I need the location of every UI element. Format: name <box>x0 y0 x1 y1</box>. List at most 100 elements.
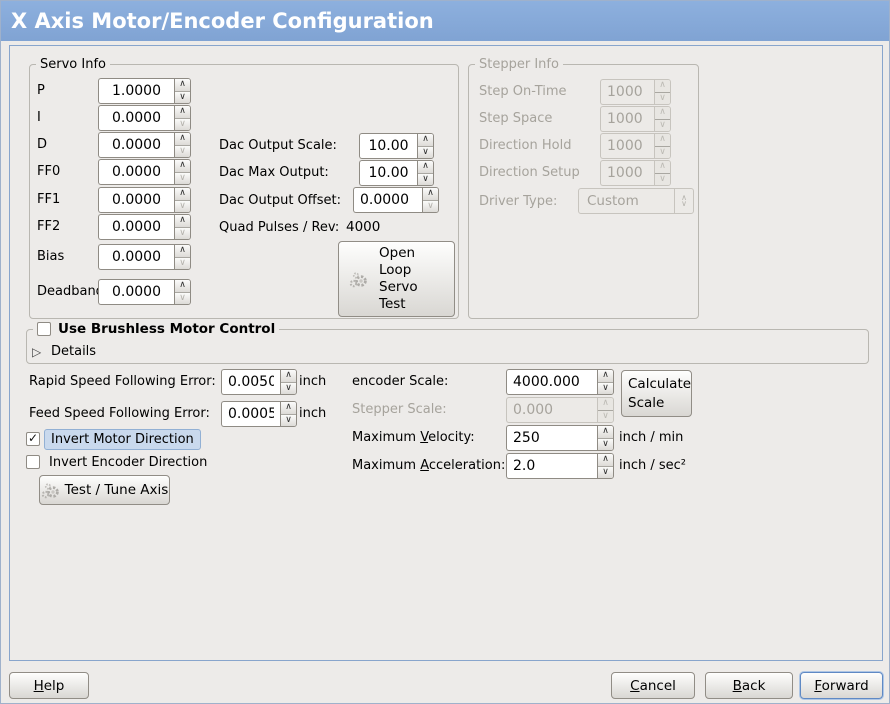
spin-down-icon[interactable]: ∨ <box>281 413 296 426</box>
stepper-scale-input <box>506 397 597 423</box>
spin-up-icon[interactable]: ∧ <box>281 402 296 414</box>
back-label: Back <box>732 677 766 694</box>
spin-up-icon[interactable]: ∧ <box>175 215 190 227</box>
ff0-label: FF0 <box>37 164 61 179</box>
invert-motor-label[interactable]: Invert Motor Direction <box>44 429 201 450</box>
ff0-spinbox: ∧∨ <box>98 159 191 185</box>
bias-input[interactable] <box>98 244 174 270</box>
help-button[interactable]: Help <box>9 672 89 699</box>
chevron-updown-icon: ∧∨ <box>674 189 693 213</box>
step-on-time-label: Step On-Time <box>479 84 567 99</box>
deadband-input[interactable] <box>98 279 174 305</box>
spin-down-icon: ∨ <box>655 172 670 185</box>
d-label: D <box>37 137 48 152</box>
brushless-frame: Use Brushless Motor Control <box>26 321 869 364</box>
d-input[interactable] <box>98 132 174 158</box>
calculate-scale-button[interactable]: Calculate Scale <box>621 370 692 417</box>
dac-output-offset-input[interactable] <box>353 187 422 213</box>
spin-down-icon[interactable]: ∨ <box>175 226 190 239</box>
spin-up-icon[interactable]: ∧ <box>598 370 613 382</box>
direction-setup-input <box>600 160 654 186</box>
ff1-spinbox: ∧∨ <box>98 187 191 213</box>
spin-down-icon[interactable]: ∨ <box>423 199 438 212</box>
d-spinbox: ∧∨ <box>98 132 191 158</box>
spin-up-icon[interactable]: ∧ <box>175 160 190 172</box>
spin-up-icon[interactable]: ∧ <box>175 245 190 257</box>
bias-label: Bias <box>37 249 65 264</box>
invert-encoder-label[interactable]: Invert Encoder Direction <box>49 455 208 470</box>
spin-down-icon[interactable]: ∨ <box>418 172 433 185</box>
use-brushless-label: Use Brushless Motor Control <box>58 321 276 337</box>
spin-down-icon[interactable]: ∨ <box>175 90 190 103</box>
invert-encoder-checkbox[interactable] <box>26 455 40 469</box>
maximum-acceleration-label: Maximum Acceleration: <box>352 458 506 473</box>
spin-down-icon[interactable]: ∨ <box>175 171 190 184</box>
feed-following-error-input[interactable] <box>221 401 280 427</box>
maximum-velocity-input[interactable] <box>506 425 597 451</box>
spin-down-icon[interactable]: ∨ <box>175 117 190 130</box>
direction-hold-input <box>600 133 654 159</box>
maximum-acceleration-input[interactable] <box>506 453 597 479</box>
dac-output-offset-label: Dac Output Offset: <box>219 193 341 208</box>
spin-up-icon[interactable]: ∧ <box>418 134 433 146</box>
dac-max-output-label: Dac Max Output: <box>219 165 329 180</box>
spin-up-icon[interactable]: ∧ <box>175 133 190 145</box>
spin-down-icon[interactable]: ∨ <box>418 145 433 158</box>
i-input[interactable] <box>98 105 174 131</box>
spin-up-icon[interactable]: ∧ <box>598 426 613 438</box>
spin-up-icon[interactable]: ∧ <box>598 454 613 466</box>
spin-down-icon[interactable]: ∨ <box>598 465 613 478</box>
forward-button[interactable]: Forward <box>800 672 883 699</box>
use-brushless-checkbox[interactable] <box>37 322 51 336</box>
expander-arrow-icon[interactable]: ▷ <box>32 345 42 359</box>
spin-up-icon[interactable]: ∧ <box>175 280 190 292</box>
details-expander[interactable]: Details <box>51 344 97 359</box>
encoder-scale-input[interactable] <box>506 369 597 395</box>
i-spinbox: ∧∨ <box>98 105 191 131</box>
spin-up-icon[interactable]: ∧ <box>175 188 190 200</box>
spin-down-icon[interactable]: ∨ <box>175 291 190 304</box>
title-bar: X Axis Motor/Encoder Configuration <box>1 1 889 41</box>
direction-hold-label: Direction Hold <box>479 138 572 153</box>
back-button[interactable]: Back <box>705 672 793 699</box>
encoder-scale-spinbox: ∧∨ <box>506 369 614 395</box>
spin-up-icon: ∧ <box>655 134 670 146</box>
test-tune-axis-button[interactable]: Test / Tune Axis <box>39 475 170 505</box>
p-spinbox: ∧∨ <box>98 78 191 104</box>
maximum-acceleration-spinbox: ∧∨ <box>506 453 614 479</box>
gears-icon <box>349 271 367 288</box>
spin-up-icon: ∧ <box>598 398 613 410</box>
ff2-input[interactable] <box>98 214 174 240</box>
p-label: P <box>37 83 45 98</box>
spin-up-icon[interactable]: ∧ <box>175 106 190 118</box>
dac-output-scale-input[interactable] <box>359 133 417 159</box>
dac-max-output-input[interactable] <box>359 160 417 186</box>
spin-down-icon[interactable]: ∨ <box>175 256 190 269</box>
invert-motor-checkbox[interactable]: ✓ <box>26 432 40 446</box>
spin-up-icon[interactable]: ∧ <box>175 79 190 91</box>
spin-down-icon[interactable]: ∨ <box>175 144 190 157</box>
help-label: Help <box>33 677 65 694</box>
ff0-input[interactable] <box>98 159 174 185</box>
spin-up-icon[interactable]: ∧ <box>418 161 433 173</box>
spin-up-icon: ∧ <box>655 107 670 119</box>
p-input[interactable] <box>98 78 174 104</box>
step-space-spinbox: ∧∨ <box>600 106 671 132</box>
deadband-label: Deadband <box>37 284 104 299</box>
spin-down-icon[interactable]: ∨ <box>175 199 190 212</box>
spin-down-icon[interactable]: ∨ <box>598 381 613 394</box>
spin-down-icon[interactable]: ∨ <box>598 437 613 450</box>
rapid-following-error-label: Rapid Speed Following Error: <box>29 374 216 389</box>
open-loop-servo-test-button[interactable]: Open Loop Servo Test <box>338 241 455 317</box>
spin-up-icon[interactable]: ∧ <box>281 370 296 382</box>
maximum-velocity-label: Maximum Velocity: <box>352 430 475 445</box>
rapid-following-error-input[interactable] <box>221 369 280 395</box>
cancel-button[interactable]: Cancel <box>611 672 695 699</box>
test-tune-axis-label: Test / Tune Axis <box>64 482 169 498</box>
ff1-input[interactable] <box>98 187 174 213</box>
maximum-velocity-unit: inch / min <box>619 430 684 445</box>
spin-up-icon[interactable]: ∧ <box>423 188 438 200</box>
spin-down-icon[interactable]: ∨ <box>281 381 296 394</box>
cancel-label: Cancel <box>630 677 676 694</box>
